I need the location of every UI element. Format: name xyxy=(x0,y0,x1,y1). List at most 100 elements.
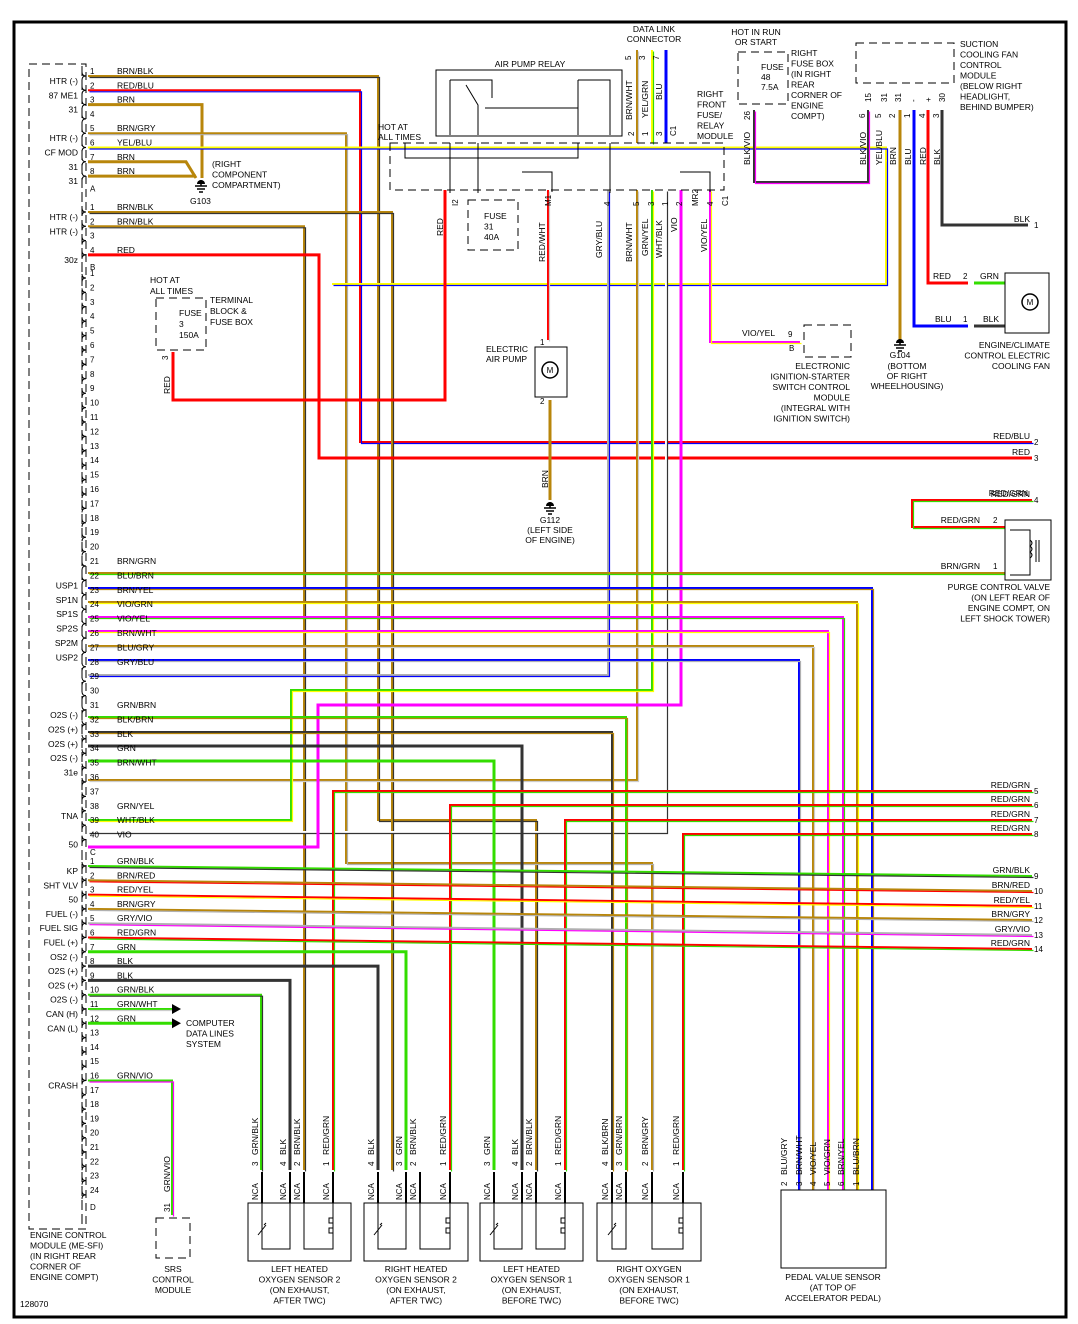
wire-c32 xyxy=(88,731,613,1170)
purge-valve-pin: 2 xyxy=(993,516,998,525)
rffrm-bottom-pin: 4 xyxy=(603,201,612,206)
wire-color-label: RED/GRN xyxy=(553,1116,563,1155)
wire-color-label: RED xyxy=(435,218,445,236)
o2-sensor-name: OXYGEN SENSOR 1 xyxy=(608,1275,690,1285)
o2-sensor-pin: 2 xyxy=(409,1161,418,1166)
wire-purge-2-tracer xyxy=(912,500,1034,530)
o2-sensor-pin: 2 xyxy=(641,1161,650,1166)
ecm-pin-number: 13 xyxy=(90,442,99,451)
ecm-pin-function: 87 ME1 xyxy=(49,90,79,100)
wire-c35 xyxy=(88,190,638,781)
ecm-pin-C-26 xyxy=(81,633,87,643)
ecm-pin-number: 21 xyxy=(90,557,99,566)
rffrm-name: RIGHT xyxy=(697,89,723,99)
ecm-title: ENGINE CONTROL xyxy=(30,1230,107,1240)
suction-fan-module-name: BEHIND BUMPER) xyxy=(960,102,1034,112)
o2-sensor-name: LEFT HEATED xyxy=(503,1264,560,1274)
ecm-pin-number: 12 xyxy=(90,427,99,436)
wire-ref8-tracer xyxy=(683,834,1034,1172)
right-ref-number: 3 xyxy=(1034,454,1039,463)
ground-g104-icon xyxy=(894,339,906,352)
ecm-pin-function: 50 xyxy=(69,895,79,905)
air-pump-motor-icon xyxy=(541,361,559,379)
rffrm-mr2-loop xyxy=(680,171,711,192)
ground-g112-location: OF ENGINE) xyxy=(525,535,575,545)
wire-color-label: VIO/GRN xyxy=(822,1139,832,1175)
wire-d2 xyxy=(87,879,1033,892)
ecm-pin-function: SHT VLV xyxy=(43,880,78,890)
rffrm-name: FRONT xyxy=(697,100,726,110)
variable-resistor-icon xyxy=(373,1222,383,1236)
right-ref-number: 7 xyxy=(1034,816,1039,825)
ecm-pin-C-14 xyxy=(81,461,87,470)
wire-color-label: GRN/BRN xyxy=(117,700,156,710)
eis-module-name: ELECTRONIC xyxy=(795,361,850,371)
ecm-pin-D-12 xyxy=(81,1019,87,1028)
ecm-pin-number: 2 xyxy=(90,81,95,90)
ecm-pin-C-8 xyxy=(81,374,87,383)
wire-c25-tracer xyxy=(89,631,831,1192)
right-ref-number: 10 xyxy=(1034,887,1043,896)
suction-fan-terminal: 30 xyxy=(938,93,947,102)
ground-g103-location: COMPARTMENT) xyxy=(212,180,281,190)
ecm-pin-number: 12 xyxy=(90,1014,99,1023)
wire-c39 xyxy=(88,190,667,833)
ecm-pin-C-11 xyxy=(81,417,87,427)
right-fuse-box-name: CORNER OF xyxy=(791,90,842,100)
wire-ref7-tracer xyxy=(565,820,1034,1172)
o2-sensor-pin: 2 xyxy=(525,1161,534,1166)
wire-d1 xyxy=(87,865,1033,877)
air-pump-relay-box xyxy=(435,69,623,137)
right-ref-wire-label: RED/GRN xyxy=(991,794,1030,804)
ecm-pin-number: 11 xyxy=(90,1000,99,1009)
pedal-sensor-box xyxy=(780,1189,887,1269)
ecm-pin-C-22 xyxy=(81,576,87,585)
ecm-pin-number: 1 xyxy=(90,67,95,76)
right-fuse-box-hot-label: HOT IN RUN xyxy=(731,27,780,37)
wire-color-label: VIO/GRN xyxy=(117,599,153,609)
right-ref-number: 4 xyxy=(1034,496,1039,505)
ecm-pin-D-15 xyxy=(81,1062,87,1071)
wire-b1-tracer xyxy=(89,212,395,1172)
ecm-pin-number: 2 xyxy=(90,871,95,880)
wire-a6 xyxy=(88,146,887,160)
wire-color-label: BLK xyxy=(117,729,133,739)
ecm-pin-C-39 xyxy=(81,821,87,830)
ecm-pin-function: 31 xyxy=(69,176,79,186)
diagram-id: 128070 xyxy=(20,1299,49,1309)
wire-color-label: GRN xyxy=(117,1013,136,1023)
ecm-pin-number: 38 xyxy=(90,802,99,811)
right-ref-number: 14 xyxy=(1034,945,1043,954)
ecm-pin-function: O2S (+) xyxy=(48,739,78,749)
ecm-pin-number: 22 xyxy=(90,1157,99,1166)
ecm-pin-B-2 xyxy=(81,222,87,231)
wire-d1-tracer xyxy=(89,866,1034,879)
o2-sensor-name: RIGHT HEATED xyxy=(385,1264,448,1274)
wire-c26 xyxy=(88,645,814,1190)
o2-sensor-pin: 4 xyxy=(601,1161,610,1166)
right-ref-wire-label: RED/GRN xyxy=(991,780,1030,790)
wire-color-label: RED/GRN xyxy=(117,928,156,938)
ecm-pin-D-1 xyxy=(81,861,87,871)
ecm-pin-C-5 xyxy=(81,331,87,340)
rffrm-bottom-pin: M1 xyxy=(544,194,553,206)
wire-color-label: BLU/GRY xyxy=(779,1138,789,1175)
pedal-sensor-pin: 5 xyxy=(823,1181,832,1186)
ecm-pin-number: 4 xyxy=(90,246,95,255)
ecm-pin-C-25 xyxy=(81,619,87,628)
ecm-pin-C-32 xyxy=(81,720,87,729)
ecm-pin-number: 26 xyxy=(90,629,99,638)
wire-c40 xyxy=(88,190,683,849)
right-ref-wire-label: RED/GRN xyxy=(991,809,1030,819)
wire-a2 xyxy=(88,89,1032,443)
ecm-pin-function: 31e xyxy=(64,768,78,778)
right-fuse-box-hot-label: OR START xyxy=(735,37,777,47)
o2-sensor-pin: 2 xyxy=(293,1161,302,1166)
wire-color-label: BRN/GRY xyxy=(117,123,156,133)
ecm-pin-A-1 xyxy=(81,71,87,81)
ecm-pin-number: 23 xyxy=(90,1172,99,1181)
ground-g103-location: COMPONENT xyxy=(212,170,267,180)
o2-sensor-pin-prefix: NCA xyxy=(525,1182,534,1200)
wire-color-label: BRN/WHT xyxy=(794,1135,804,1175)
suction-fan-module-name: COOLING FAN xyxy=(960,50,1018,60)
